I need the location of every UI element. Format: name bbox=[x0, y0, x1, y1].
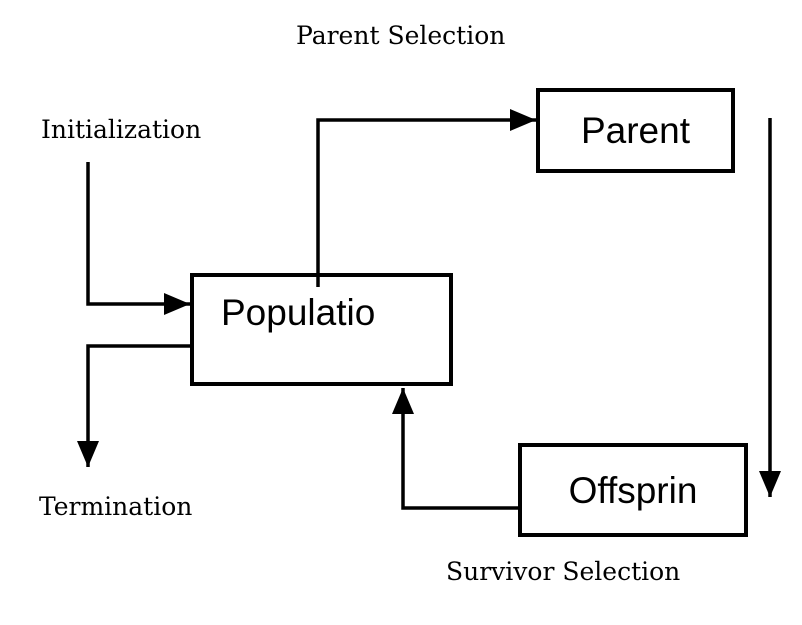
node-parent: Parent bbox=[536, 88, 735, 173]
node-population: Populatio bbox=[190, 273, 453, 386]
arrow-parent-selection bbox=[316, 109, 536, 287]
label-parent-selection: Parent Selection bbox=[296, 21, 506, 50]
label-survivor-selection: Survivor Selection bbox=[446, 557, 681, 586]
arrow-survivor-selection bbox=[392, 388, 518, 510]
arrow-initialization bbox=[86, 162, 190, 315]
node-parent-label: Parent bbox=[580, 110, 690, 151]
arrow-termination bbox=[77, 344, 190, 467]
label-termination: Termination bbox=[39, 492, 193, 521]
node-offspring-label: Offsprin bbox=[568, 469, 698, 511]
node-offspring: Offsprin bbox=[518, 443, 748, 537]
node-population-label: Populatio bbox=[221, 292, 376, 333]
label-initialization: Initialization bbox=[41, 115, 202, 144]
